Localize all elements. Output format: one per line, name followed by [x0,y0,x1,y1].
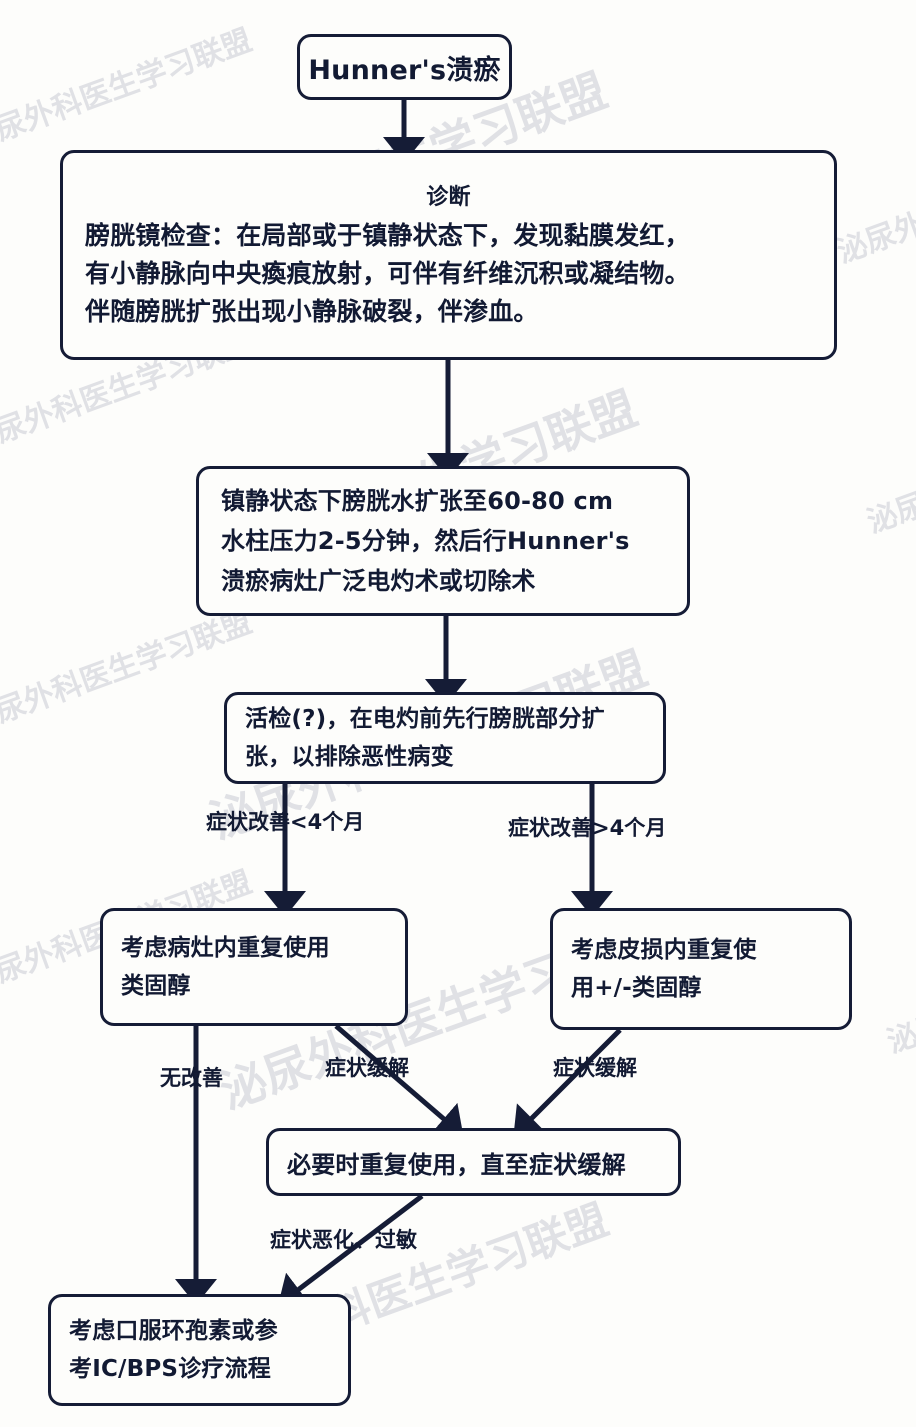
node-line: 考虑皮损内重复使 [571,937,757,963]
node-line: 活检(?)，在电灼前先行膀胱部分扩 [245,706,605,732]
watermark-text: 泌尿外科医生学习联盟 [882,924,916,1061]
watermark-text: 泌尿外科医生学习联盟 [0,604,257,741]
intralesional-steroid-node[interactable]: 考虑病灶内重复使用 类固醇 [100,908,408,1026]
node-line: 水柱压力2-5分钟，然后行Hunner's [221,527,630,555]
node-line: 用+/-类固醇 [571,975,702,1001]
edge-label-symptom-relief-right: 症状缓解 [553,1056,637,1080]
diagnosis-node[interactable]: 诊断 膀胱镜检查：在局部或于镇静状态下，发现黏膜发红， 有小静脉向中央瘓痕放射，… [60,150,837,360]
edge-label-no-improvement: 无改善 [160,1066,223,1090]
hydrodistension-node[interactable]: 镇静状态下膀胱水扩张至60-80 cm 水柱压力2-5分钟，然后行Hunner'… [196,466,690,616]
watermark-text: 泌尿外科医生学习联盟 [862,404,916,541]
node-line: 考虑病灶内重复使用 [121,935,330,961]
intradermal-steroid-node[interactable]: 考虑皮损内重复使 用+/-类固醇 [550,908,852,1030]
oral-cyclosporine-node[interactable]: 考虑口服环孢素或参 考IC/BPS诊疗流程 [48,1294,351,1406]
node-line: 考IC/BPS诊疗流程 [69,1356,271,1382]
watermark-text: 泌尿外科医生学习联盟 [0,22,257,159]
node-line: 有小静脉向中央瘓痕放射，可伴有纤维沉积或凝结物。 [85,259,690,288]
node-line: 溃瘀病灶广泛电灼术或切除术 [221,567,536,595]
node-line: 类固醇 [121,973,191,999]
node-line: 必要时重复使用，直至症状缓解 [287,1150,626,1179]
node-line: 膀胱镜检查：在局部或于镇静状态下，发现黏膜发红， [85,221,690,250]
watermark-text: 泌尿外科医生学习联盟 [832,134,916,271]
edge-label-improve-gt-4-months: 症状改善>4个月 [508,816,667,840]
node-line-title: 诊断 [426,185,471,210]
edge-label-symptom-relief-left: 症状缓解 [325,1056,409,1080]
hunner-ulcer-title-node[interactable]: Hunner's溃瘀 [297,34,512,100]
edge-label-worsening-allergy: 症状恶化、过敏 [270,1228,417,1252]
node-line: 张，以排除恶性病变 [245,744,454,770]
biopsy-node[interactable]: 活检(?)，在电灼前先行膀胱部分扩 张，以排除恶性病变 [224,692,666,784]
node-line: 考虑口服环孢素或参 [69,1318,278,1344]
node-line: 伴随膀胱扩张出现小静脉破裂，伴渗血。 [85,297,539,326]
node-line: 镇静状态下膀胱水扩张至60-80 cm [221,487,614,515]
edge-label-improve-lt-4-months: 症状改善<4个月 [206,810,365,834]
repeat-as-needed-node[interactable]: 必要时重复使用，直至症状缓解 [266,1128,681,1196]
node-line: Hunner's溃瘀 [308,54,501,86]
